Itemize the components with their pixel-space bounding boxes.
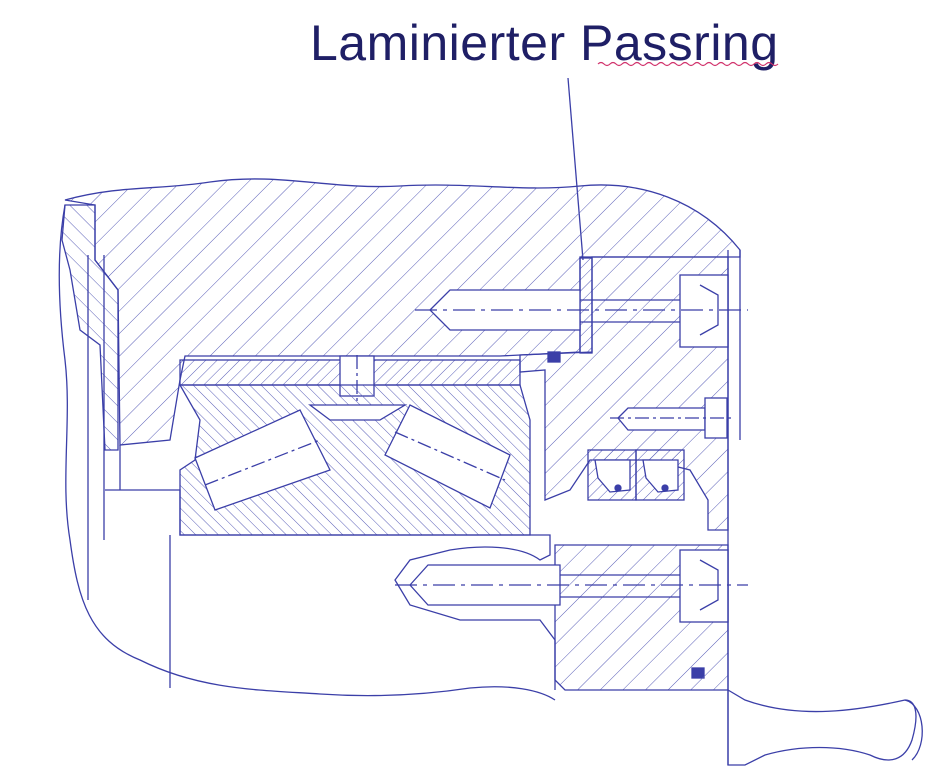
callout-label: Laminierter Passring: [310, 14, 779, 72]
spellcheck-underline: [597, 61, 779, 67]
roller-left: [194, 409, 331, 511]
lower-hub: [105, 489, 556, 690]
laminated-fit-ring: [579, 257, 593, 354]
small-bolt: [617, 407, 706, 431]
seal-rings: [587, 449, 685, 501]
callout-word-laminierter: Laminierter: [310, 15, 566, 71]
roller-spacer: [308, 404, 408, 421]
lower-bolt-head: [679, 549, 729, 623]
roller-right: [384, 404, 511, 509]
callout-word-passring: Passring: [580, 15, 779, 71]
break-contour-left: [58, 204, 556, 701]
right-arm: [727, 688, 917, 766]
upper-bolt-head: [679, 274, 729, 348]
o-ring-upper: [547, 351, 561, 363]
